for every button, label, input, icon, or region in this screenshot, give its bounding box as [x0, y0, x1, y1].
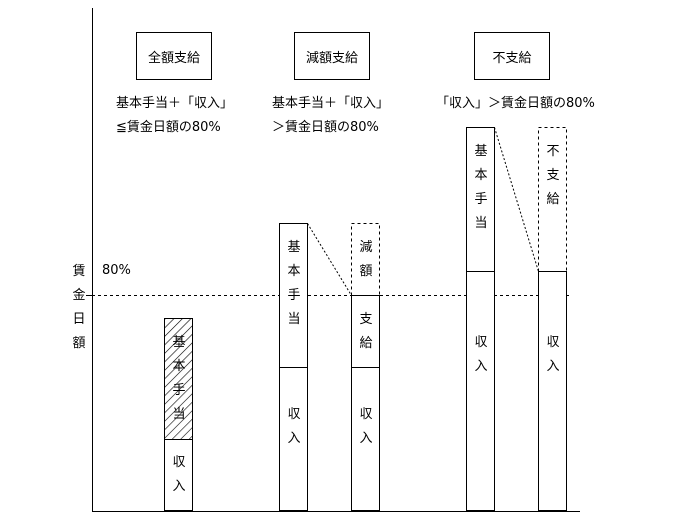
vertical-char: 収 [172, 455, 186, 470]
vertical-char: 収 [359, 407, 373, 422]
vertical-char: 支 [546, 168, 560, 183]
reduced-right-reduced-label: 減額 [353, 236, 379, 284]
vertical-char: 日 [72, 312, 86, 327]
vertical-char: 本 [172, 359, 186, 374]
reduced-right-dashed-part [351, 223, 380, 296]
full-benefit-bar-benefit-label: 基本手当 [166, 331, 192, 427]
no-benefit-title-text: 不支給 [492, 50, 532, 66]
vertical-char: 額 [72, 336, 86, 351]
threshold-label: 80% [102, 263, 131, 278]
wage-axis-label: 賃金日額 [66, 260, 92, 356]
vertical-char: 手 [172, 383, 186, 398]
reduced-right-paid-label: 支給 [353, 308, 379, 356]
full-benefit-bar-income-label: 収入 [166, 451, 192, 499]
vertical-char: 基 [474, 144, 488, 159]
vertical-char: 賃 [72, 264, 86, 279]
none-left-income-label: 収入 [468, 331, 494, 379]
reduced-left-income-label: 収入 [281, 403, 307, 451]
full-benefit-hatched-area [165, 319, 192, 439]
vertical-char: 当 [474, 216, 488, 231]
full-benefit-title: 全額支給 [136, 32, 212, 80]
none-right-solid-bar [538, 271, 567, 511]
none-left-bar [466, 127, 495, 511]
vertical-char: 入 [359, 431, 373, 446]
vertical-char: 基 [172, 335, 186, 350]
reduced-left-benefit-label: 基本手当 [281, 236, 307, 332]
vertical-char: 収 [546, 335, 560, 350]
full-benefit-condition-1: 基本手当＋「収入」 [116, 96, 234, 111]
none-right-not-paid-label: 不支給 [540, 140, 566, 212]
vertical-char: 本 [474, 168, 488, 183]
vertical-char: 入 [172, 479, 186, 494]
none-connector [494, 127, 539, 272]
full-benefit-title-text: 全額支給 [147, 50, 200, 66]
vertical-char: 入 [474, 359, 488, 374]
reduced-benefit-condition-2: ＞賃金日額の80% [272, 120, 379, 135]
full-benefit-condition-2: ≦賃金日額の80% [116, 120, 221, 135]
vertical-char: 本 [287, 264, 301, 279]
reduced-right-income-label: 収入 [353, 403, 379, 451]
vertical-char: 収 [287, 407, 301, 422]
none-left-benefit-label: 基本手当 [468, 140, 494, 236]
reduced-benefit-title-text: 減額支給 [305, 50, 358, 66]
vertical-char: 基 [287, 240, 301, 255]
reduced-connector [307, 223, 352, 296]
reduced-benefit-title: 減額支給 [294, 32, 370, 80]
vertical-char: 給 [359, 336, 373, 351]
reduced-right-solid-bar [351, 295, 380, 511]
vertical-char: 手 [287, 288, 301, 303]
vertical-char: 額 [359, 264, 373, 279]
no-benefit-title: 不支給 [474, 32, 550, 80]
vertical-char: 手 [474, 192, 488, 207]
vertical-char: 支 [359, 312, 373, 327]
vertical-char: 当 [172, 407, 186, 422]
reduced-benefit-condition-1: 基本手当＋「収入」 [272, 96, 390, 111]
vertical-char: 不 [546, 144, 560, 159]
vertical-char: 入 [546, 359, 560, 374]
vertical-char: 減 [359, 240, 373, 255]
vertical-char: 収 [474, 335, 488, 350]
no-benefit-condition: 「収入」＞賃金日額の80% [436, 96, 595, 111]
vertical-char: 金 [72, 288, 86, 303]
none-right-dashed-part [538, 127, 567, 272]
vertical-char: 入 [287, 431, 301, 446]
vertical-char: 給 [546, 192, 560, 207]
vertical-char: 当 [287, 312, 301, 327]
none-right-income-label: 収入 [540, 331, 566, 379]
